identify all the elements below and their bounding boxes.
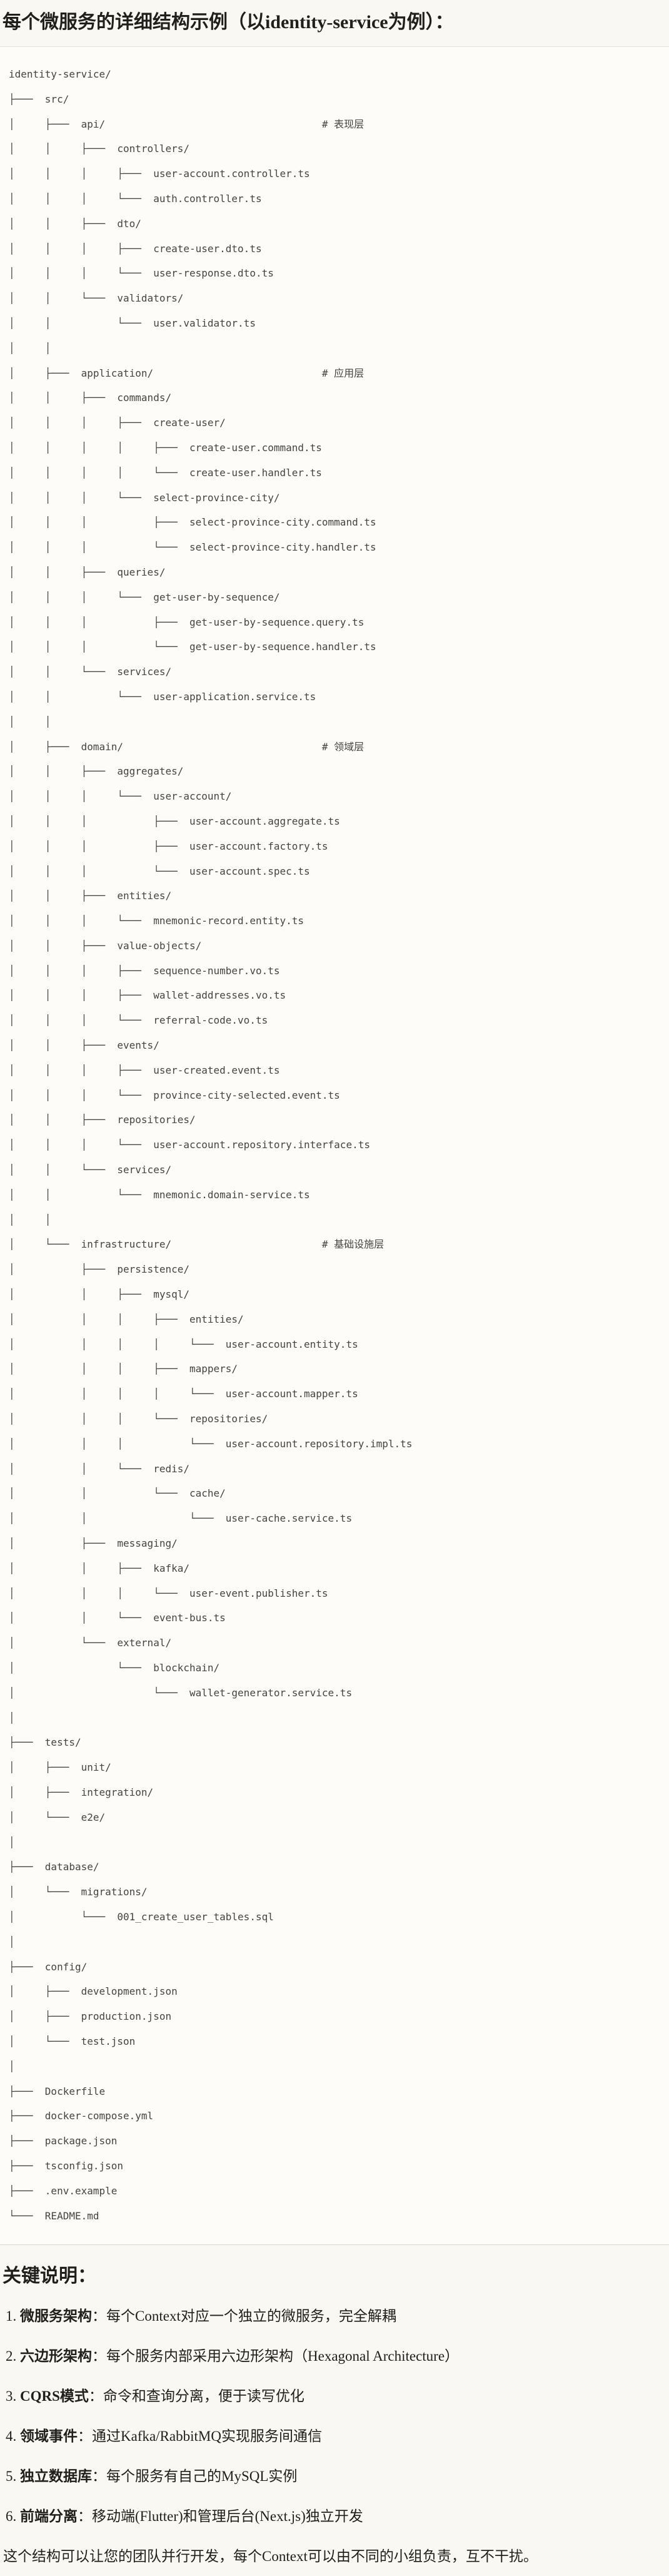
closing-paragraph: 这个结构可以让您的团队并行开发，每个Context可以由不同的小组负责，互不干扰…: [3, 2548, 538, 2565]
note-number: 4.: [6, 2428, 17, 2445]
note-term: 独立数据库: [20, 2468, 92, 2485]
file-tree: identity-service/ ├─── src/ │ ├─── api/ …: [9, 68, 413, 2222]
note-desc: ：命令和查询分离，便于读写优化: [88, 2388, 304, 2405]
note-desc: ：每个Context对应一个独立的微服务，完全解耦: [92, 2308, 396, 2324]
note-desc: ：通过Kafka/RabbitMQ实现服务间通信: [78, 2428, 322, 2445]
note-desc: ：每个服务内部采用六边形架构（Hexagonal Architecture）: [92, 2348, 460, 2365]
note-desc: ：移动端(Flutter)和管理后台(Next.js)独立开发: [78, 2508, 363, 2525]
note-term: 六边形架构: [20, 2348, 92, 2365]
note-item-5: 5. 独立数据库：每个服务有自己的MySQL实例: [3, 2468, 665, 2485]
note-number: 3.: [6, 2388, 17, 2405]
note-number: 2.: [6, 2348, 17, 2365]
note-number: 6.: [6, 2508, 17, 2525]
note-item-3: 3. CQRS模式：命令和查询分离，便于读写优化: [3, 2388, 665, 2405]
note-term: 领域事件: [20, 2428, 78, 2445]
note-item-6: 6. 前端分离：移动端(Flutter)和管理后台(Next.js)独立开发: [3, 2508, 665, 2525]
note-term: 微服务架构: [20, 2308, 92, 2324]
key-notes-section: 关键说明： 1. 微服务架构：每个Context对应一个独立的微服务，完全解耦 …: [0, 2264, 669, 2575]
note-term: 前端分离: [20, 2508, 78, 2525]
code-block: identity-service/ ├─── src/ │ ├─── api/ …: [0, 46, 669, 2246]
note-number: 1.: [6, 2308, 17, 2324]
note-term: CQRS模式: [20, 2388, 89, 2405]
note-item-1: 1. 微服务架构：每个Context对应一个独立的微服务，完全解耦: [3, 2308, 665, 2325]
note-desc: ：每个服务有自己的MySQL实例: [92, 2468, 298, 2485]
page-title: 每个微服务的详细结构示例（以identity-service为例）：: [3, 12, 454, 33]
notes-heading: 关键说明：: [3, 2266, 96, 2287]
note-number: 5.: [6, 2468, 17, 2485]
note-item-4: 4. 领域事件：通过Kafka/RabbitMQ实现服务间通信: [3, 2428, 665, 2445]
note-item-2: 2. 六边形架构：每个服务内部采用六边形架构（Hexagonal Archite…: [3, 2348, 665, 2365]
